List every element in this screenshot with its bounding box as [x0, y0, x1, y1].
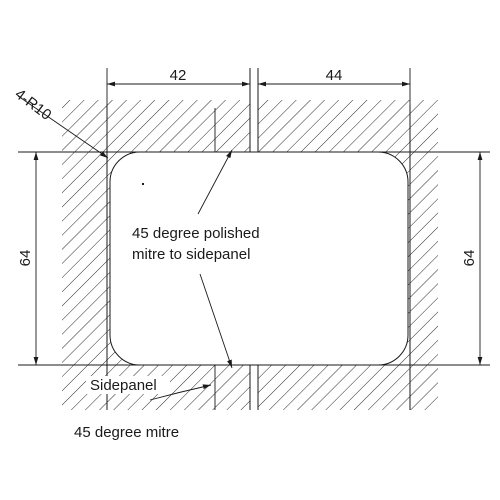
polished-mitre-label-line2: mitre to sidepanel [132, 246, 250, 263]
radius-label: 4-R10 [12, 86, 55, 124]
dim-44-label: 44 [326, 67, 343, 84]
polished-leader-bottom [199, 273, 233, 369]
sidepanel-label: Sidepanel [90, 377, 157, 394]
dim-64-left-label: 64 [17, 250, 34, 267]
polished-mitre-label-line1: 45 degree polished [132, 225, 260, 242]
sidepanel-leader [149, 384, 212, 401]
radius-leader [17, 95, 109, 159]
dim-64-right-label: 64 [461, 250, 478, 267]
dim-42-label: 42 [170, 67, 187, 84]
polished-leader-top [197, 149, 233, 215]
reference-dot [142, 183, 144, 185]
sidepanel-label-bg [86, 376, 170, 394]
mitre-label: 45 degree mitre [74, 424, 179, 441]
